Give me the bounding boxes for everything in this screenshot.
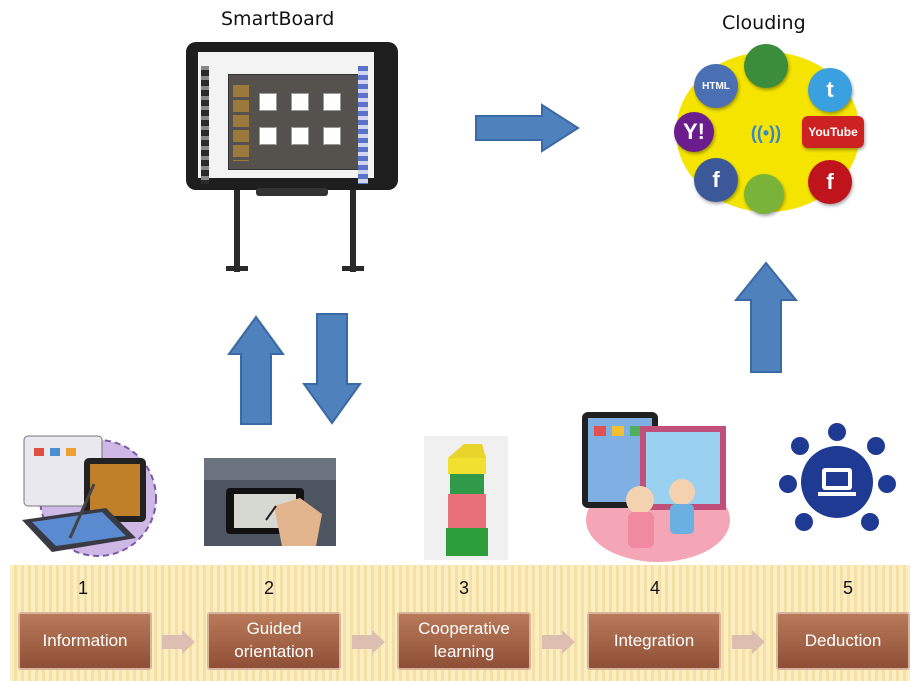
step-number-1: 1 (78, 578, 89, 598)
document-icon: HTML (694, 64, 738, 108)
integration-image (582, 412, 730, 562)
flash-icon: f (808, 160, 852, 204)
smartboard-left-toolbar (201, 66, 209, 184)
network-icon (779, 423, 896, 531)
step-number-3: 3 (459, 578, 470, 598)
arrow-up-to-cloud (733, 261, 799, 373)
guided-orientation-photo (204, 458, 336, 546)
step-integration: Integration (587, 612, 721, 670)
step-deduction: Deduction (776, 612, 910, 670)
chevron-arrow-2 (352, 630, 385, 654)
chevron-arrow-1 (162, 630, 195, 654)
smartboard-stand-right (350, 190, 356, 272)
step-number-4: 4 (650, 578, 661, 598)
smartboard-stand-left (234, 190, 240, 272)
smartboard-pen-tray (256, 188, 328, 196)
smartboard-screen (198, 52, 374, 184)
step-cooperative-learning: Cooperative learning (397, 612, 531, 670)
smartboard-title: SmartBoard (221, 8, 335, 30)
android-icon (744, 174, 784, 214)
facebook-icon: f (694, 158, 738, 202)
chrome-icon (744, 44, 788, 88)
youtube-icon: YouTube (802, 116, 864, 148)
smartboard-stand-foot-right (342, 266, 364, 271)
tablets-image (22, 435, 157, 557)
stacked-blocks-image (424, 436, 508, 560)
arrow-down-from-smartboard (302, 313, 362, 425)
yahoo-icon: Y! (674, 112, 714, 152)
step-number-5: 5 (843, 578, 854, 598)
smartboard-image (186, 42, 398, 196)
wireless-icon: ((•)) (750, 122, 782, 143)
arrow-right (475, 103, 580, 153)
chevron-arrow-4 (732, 630, 765, 654)
chevron-arrow-3 (542, 630, 575, 654)
smartboard-app-window (228, 74, 368, 170)
smartboard-right-toolbar (358, 66, 368, 184)
smartboard-stand-foot-left (226, 266, 248, 271)
twitter-icon: t (808, 68, 852, 112)
step-number-2: 2 (264, 578, 275, 598)
step-information: Information (18, 612, 152, 670)
arrow-up-to-smartboard (227, 315, 285, 425)
step-guided-orientation: Guided orientation (207, 612, 341, 670)
clouding-title: Clouding (722, 12, 806, 34)
